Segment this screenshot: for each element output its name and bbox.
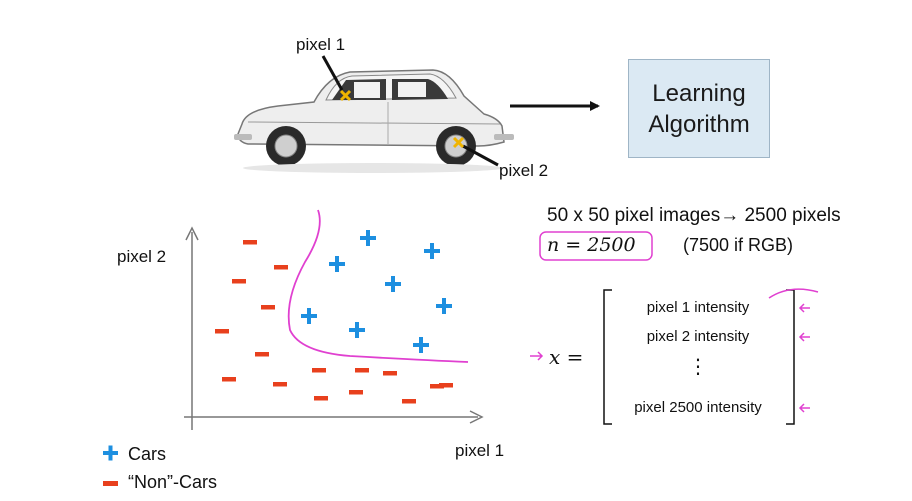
annotation-curve [768,288,819,299]
plot-y-label: pixel 2 [117,247,167,266]
legend-minus-icon [103,481,118,486]
noncar-point-minus-icon [430,384,444,389]
legend-markers [103,445,118,486]
algorithm-line2: Algorithm [648,110,750,138]
annotation-arrows-icon [530,303,810,413]
plot-x-label: pixel 1 [455,441,505,460]
noncar-point-minus-icon [402,399,416,404]
legend-cars: Cars [128,444,167,464]
legend-non-cars: “Non”-Cars [128,472,218,492]
car-point-plus-icon [360,230,376,246]
decision-boundary [287,209,469,363]
n-equation: n = 2500 [547,234,636,256]
noncar-point-minus-icon [273,382,287,387]
pixel1-car-label: pixel 1 [296,35,346,54]
pixel2-car-label: pixel 2 [499,161,549,180]
car-point-plus-icon [413,337,429,353]
vector-lhs: x = [549,345,584,369]
y-axis-arrow-icon [185,226,199,241]
noncar-point-minus-icon [274,265,288,270]
car-point-plus-icon [349,322,365,338]
noncar-point-minus-icon [349,390,363,395]
left-bracket [603,289,612,425]
car-point-plus-icon [424,243,440,259]
vector-row-ellipsis: ⋮ [688,356,708,378]
noncar-point-minus-icon [261,305,275,310]
noncar-point-minus-icon [222,377,236,382]
legend-plus-icon [103,445,118,461]
noncar-point-minus-icon [383,371,397,376]
noncar-point-minus-icon [355,368,369,373]
noncar-point-minus-icon [439,383,453,388]
pixel2-marker-icon [452,136,465,149]
scatter-points [215,230,453,404]
pixel1-marker-icon [339,89,352,102]
noncar-point-minus-icon [314,396,328,401]
noncar-point-minus-icon [215,329,229,334]
info-line1: 50 x 50 pixel images→ 2500 pixels [547,205,841,226]
n-highlight-circle [539,231,653,261]
vector-row-2: pixel 2 intensity [646,328,750,345]
pixel2-leader-line [462,144,499,167]
learning-algorithm-box: Learning Algorithm [628,59,770,158]
car-point-plus-icon [301,308,317,324]
noncar-point-minus-icon [232,279,246,284]
x-axis-arrow-icon [469,410,484,424]
vector-row-last: pixel 2500 intensity [634,399,762,416]
noncar-point-minus-icon [312,368,326,373]
noncar-point-minus-icon [255,352,269,357]
pixel1-leader-line [321,55,344,91]
rgb-note: (7500 if RGB) [683,235,794,255]
algorithm-line1: Learning [652,79,746,107]
car-point-plus-icon [385,276,401,292]
noncar-point-minus-icon [243,240,257,245]
car-point-plus-icon [329,256,345,272]
car-point-plus-icon [436,298,452,314]
vector-row-1: pixel 1 intensity [646,299,750,316]
